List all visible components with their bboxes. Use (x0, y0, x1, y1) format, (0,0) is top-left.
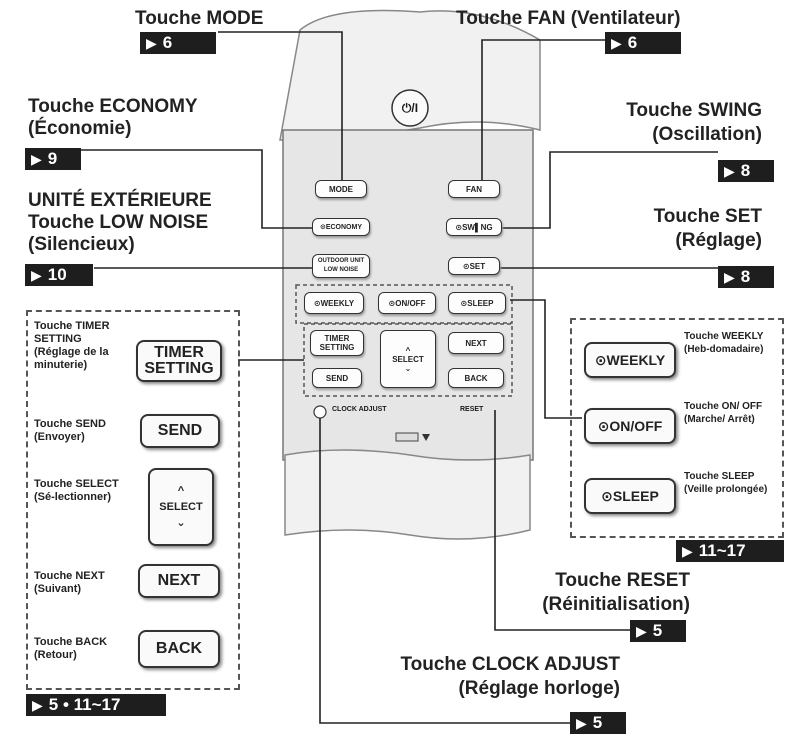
remote-send-button[interactable]: SEND (312, 368, 362, 388)
remote-clock-adjust-label: CLOCK ADJUST (332, 406, 387, 413)
ref-reset-text: 5 (652, 621, 663, 640)
remote-economy-button[interactable]: ⊙ECONOMY (312, 218, 370, 236)
label-mode: Touche MODE (135, 8, 264, 29)
left-send-desc: Touche SEND (Envoyer) (34, 418, 106, 443)
label-set-line-1: Touche SET (653, 206, 762, 227)
label-economy-line-1: Touche ECONOMY (28, 96, 198, 117)
right-onoff-desc: Touche ON/ OFF (Marche/ Arrêt) (684, 401, 763, 425)
ref-right-panel: ▶ 11~17 (676, 540, 784, 562)
ref-arrow-icon: ▶ (32, 697, 43, 713)
label-fan: Touche FAN (Ventilateur) (456, 8, 681, 29)
ref-arrow-icon: ▶ (724, 269, 735, 285)
ref-mode: ▶6 (140, 32, 216, 54)
remote-next-button[interactable]: NEXT (448, 332, 504, 354)
label-swing-line-1: Touche SWING (626, 100, 762, 121)
ref-economy-text: 9 (47, 149, 58, 168)
ref-arrow-icon: ▶ (636, 623, 647, 639)
ref-arrow-icon: ▶ (146, 35, 157, 51)
low-noise-line-2: LOW NOISE (323, 267, 359, 273)
ref-fan-text: 6 (627, 33, 638, 52)
remote-sleep-button[interactable]: ⊙SLEEP (448, 292, 506, 314)
power-button[interactable]: ⏻/I (401, 101, 419, 115)
right-sleep-button[interactable]: ⊙SLEEP (584, 478, 676, 514)
left-select-up-icon: ^ (177, 485, 185, 497)
label-reset-line-1: Touche RESET (555, 570, 690, 591)
left-select-button[interactable]: ^ SELECT ⌄ (148, 468, 214, 546)
remote-timer-setting-button[interactable]: TIMER SETTING (310, 330, 364, 356)
label-clock-line-1: Touche CLOCK ADJUST (400, 654, 620, 675)
ref-swing: ▶8 (718, 160, 774, 182)
right-weekly-desc: Touche WEEKLY (Heb-domadaire) (684, 331, 764, 355)
ref-clock: ▶5 (570, 712, 626, 734)
remote-swing-button[interactable]: ⊙SW▌NG (446, 218, 502, 236)
ref-arrow-icon: ▶ (576, 715, 587, 731)
ref-right-panel-text: 11~17 (698, 541, 746, 560)
left-next-desc: Touche NEXT (Suivant) (34, 570, 105, 595)
ref-clock-text: 5 (592, 713, 603, 732)
label-reset-line-2: (Réinitialisation) (542, 594, 690, 615)
remote-set-button[interactable]: ⊙SET (448, 257, 500, 275)
remote-onoff-button[interactable]: ⊙ON/OFF (378, 292, 436, 314)
right-panel (570, 318, 784, 538)
select-up-icon: ^ (405, 345, 411, 355)
remote-reset-label: RESET (460, 406, 484, 413)
ref-left-panel: ▶ 5 • 11~17 (26, 694, 166, 716)
ref-arrow-icon: ▶ (31, 151, 42, 167)
right-weekly-button[interactable]: ⊙WEEKLY (584, 342, 676, 378)
left-timer-setting-button[interactable]: TIMER SETTING (136, 340, 222, 382)
label-economy-line-2: (Économie) (28, 118, 132, 139)
ref-arrow-icon: ▶ (31, 267, 42, 283)
ref-set-text: 8 (740, 267, 751, 286)
left-select-label: SELECT (159, 501, 203, 513)
ref-economy: ▶9 (25, 148, 81, 170)
label-outdoor-line-2: Touche LOW NOISE (28, 212, 209, 233)
ref-arrow-icon: ▶ (724, 163, 735, 179)
left-select-desc: Touche SELECT (Sé-lectionner) (34, 478, 119, 503)
ref-outdoor: ▶ 10 (25, 264, 93, 286)
left-back-button[interactable]: BACK (138, 630, 220, 668)
left-timer-line-2: SETTING (144, 360, 214, 377)
ref-mode-text: 6 (162, 33, 173, 52)
select-label: SELECT (392, 354, 424, 364)
right-onoff-button[interactable]: ⊙ON/OFF (584, 408, 676, 444)
ref-outdoor-text: 10 (47, 265, 67, 284)
left-back-desc: Touche BACK (Retour) (34, 636, 108, 661)
timer-line-2: SETTING (319, 343, 355, 352)
remote-select-button[interactable]: ^ SELECT ⌄ (380, 330, 436, 388)
label-clock-line-2: (Réglage horloge) (458, 678, 620, 699)
ref-reset: ▶5 (630, 620, 686, 642)
label-outdoor-line-3: (Silencieux) (28, 234, 135, 255)
left-send-button[interactable]: SEND (140, 414, 220, 448)
ref-arrow-icon: ▶ (682, 543, 693, 559)
label-outdoor-line-1: UNITÉ EXTÉRIEURE (28, 190, 212, 211)
left-panel (26, 310, 240, 690)
remote-top-group-outline (295, 284, 513, 324)
select-down-icon: ⌄ (404, 363, 412, 373)
remote-fan-button[interactable]: FAN (448, 180, 500, 198)
left-timer-line-1: TIMER (154, 344, 204, 361)
left-select-down-icon: ⌄ (176, 517, 186, 529)
left-next-button[interactable]: NEXT (138, 564, 220, 598)
ref-fan: ▶6 (605, 32, 681, 54)
clock-adjust-hole (313, 405, 327, 419)
remote-low-noise-button[interactable]: OUTDOOR UNIT LOW NOISE (312, 254, 370, 278)
timer-line-1: TIMER (324, 334, 350, 343)
ref-left-panel-text: 5 • 11~17 (48, 695, 121, 714)
ref-swing-text: 8 (740, 161, 751, 180)
low-noise-line-1: OUTDOOR UNIT (317, 258, 365, 264)
ref-set: ▶8 (718, 266, 774, 288)
remote-weekly-button[interactable]: ⊙WEEKLY (304, 292, 364, 314)
right-sleep-desc: Touche SLEEP (Veille prolongée) (684, 471, 768, 495)
label-swing-line-2: (Oscillation) (652, 124, 762, 145)
remote-mode-button[interactable]: MODE (315, 180, 367, 198)
ref-arrow-icon: ▶ (611, 35, 622, 51)
remote-back-button[interactable]: BACK (448, 368, 504, 388)
left-timer-desc: Touche TIMER SETTING (Réglage de la minu… (34, 320, 110, 371)
label-set-line-2: (Réglage) (675, 230, 762, 251)
